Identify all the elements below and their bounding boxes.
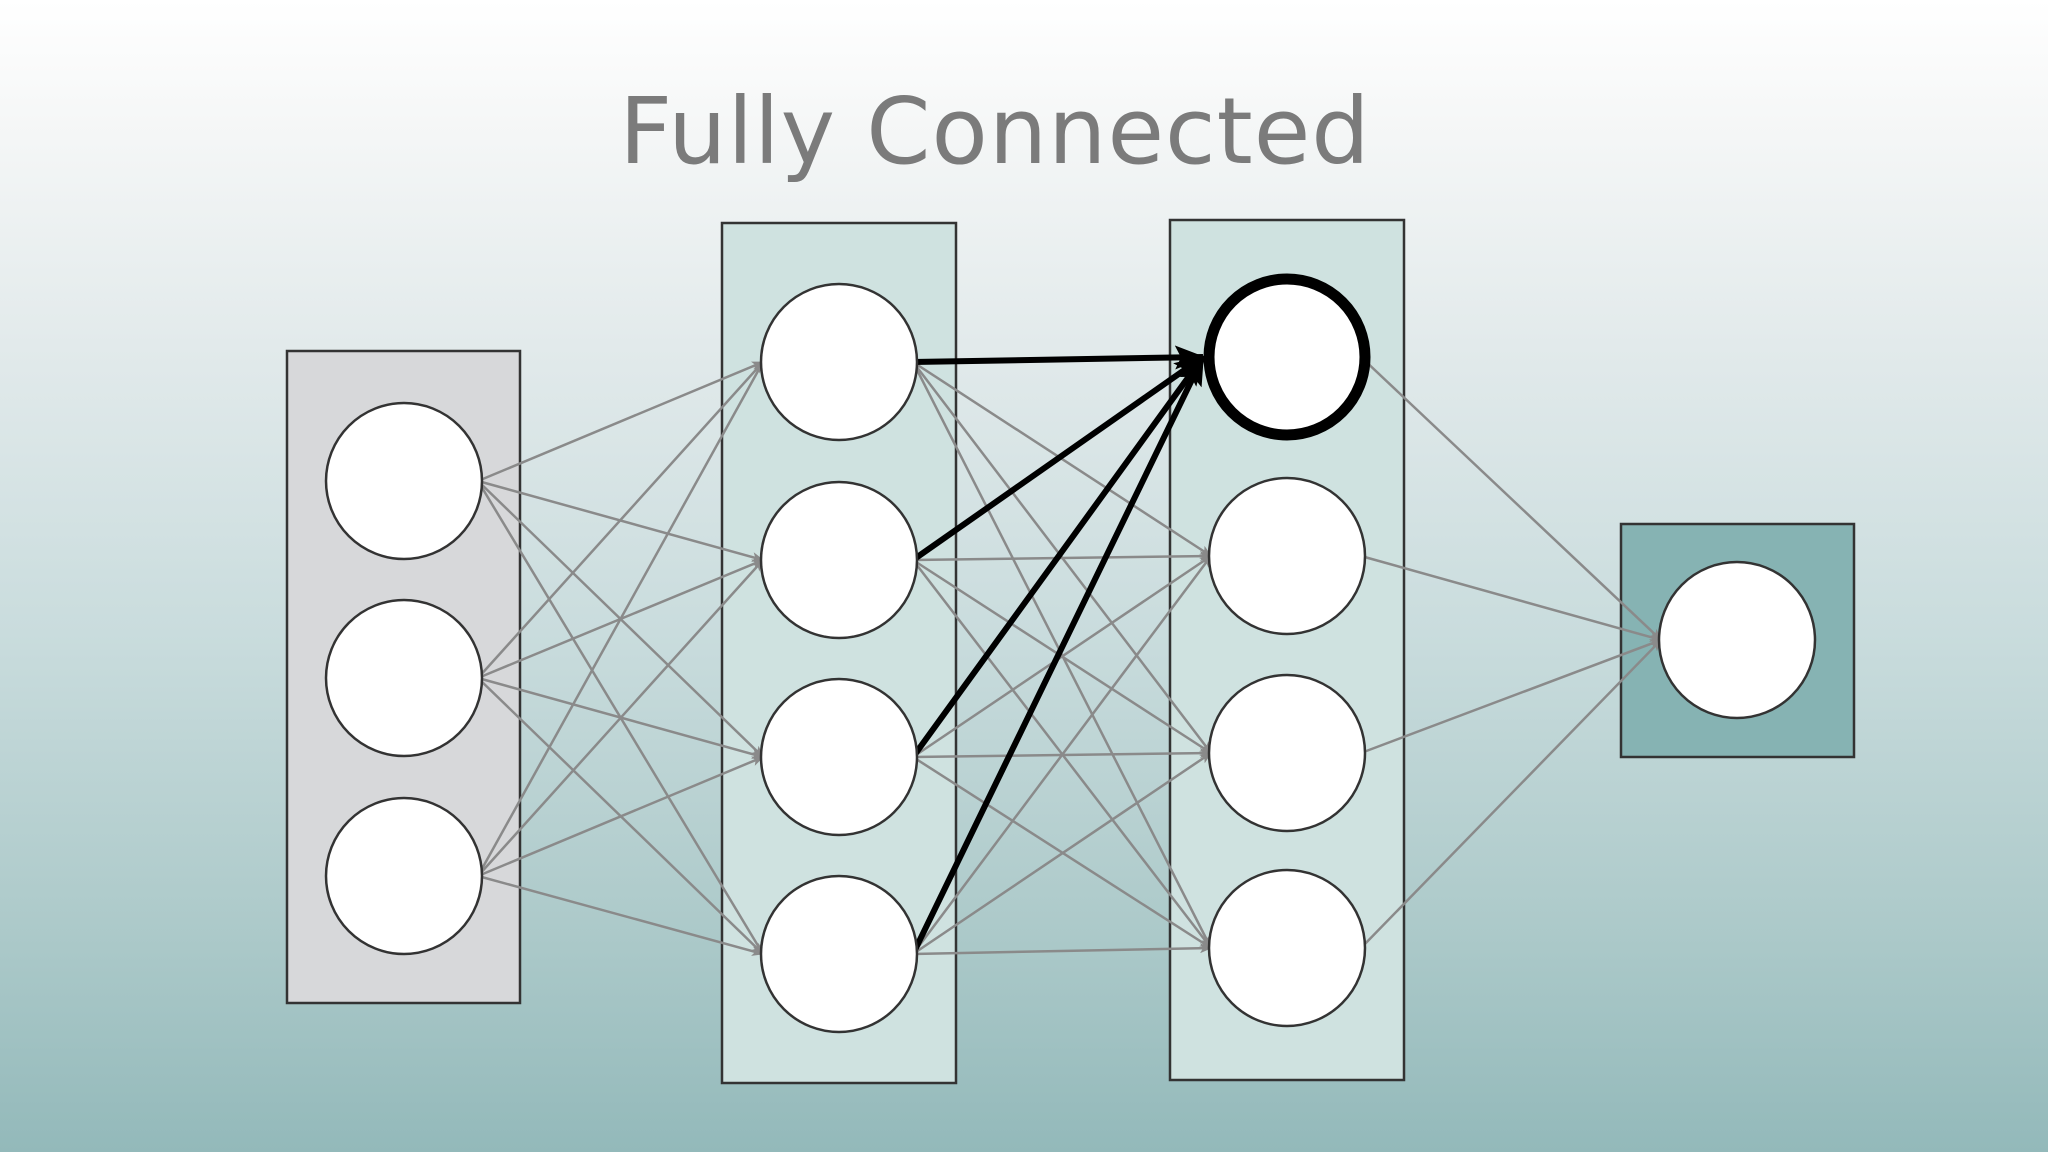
connection-input-2-to-hidden-1-1 <box>477 559 764 877</box>
neuron-hidden-1-0 <box>759 282 919 442</box>
highlight-connection-hidden-1-2-to-hidden-2-0 <box>910 355 1206 759</box>
highlight-connections <box>910 345 1206 956</box>
neuron-hidden-1-2 <box>759 677 919 837</box>
connections <box>476 356 1662 956</box>
neuron-hidden-2-1 <box>1207 476 1367 636</box>
neuron-input-2 <box>324 796 484 956</box>
neuron-hidden-1-1 <box>759 480 919 640</box>
highlighted-neuron-hidden-2-0 <box>1203 273 1371 441</box>
neuron-hidden-1-3 <box>759 874 919 1034</box>
connection-hidden-1-3-to-hidden-2-2 <box>912 751 1212 956</box>
highlight-connection-hidden-1-3-to-hidden-2-0 <box>910 355 1206 956</box>
neuron-input-1 <box>324 598 484 758</box>
connection-hidden-2-0-to-output-0 <box>1360 356 1662 641</box>
neurons <box>324 273 1817 1034</box>
connection-hidden-2-3-to-output-0 <box>1360 639 1662 949</box>
connection-hidden-1-1-to-hidden-2-1 <box>912 551 1212 562</box>
connection-input-2-to-hidden-1-0 <box>476 361 765 877</box>
neuron-output-0 <box>1657 560 1817 720</box>
connection-hidden-2-2-to-output-0 <box>1360 638 1662 755</box>
neuron-input-0 <box>324 401 484 561</box>
connection-hidden-1-2-to-hidden-2-1 <box>912 554 1212 759</box>
connection-input-2-to-hidden-1-3 <box>477 874 764 956</box>
highlight-connection-hidden-1-1-to-hidden-2-0 <box>911 354 1205 563</box>
connection-input-1-to-hidden-1-0 <box>477 361 764 679</box>
connection-input-0-to-hidden-1-0 <box>477 360 764 483</box>
connection-input-2-to-hidden-1-2 <box>477 755 764 878</box>
neuron-hidden-2-2 <box>1207 673 1367 833</box>
connection-hidden-1-3-to-hidden-2-3 <box>912 943 1212 956</box>
connection-hidden-1-3-to-hidden-2-1 <box>911 555 1213 955</box>
neuron-hidden-2-3 <box>1207 868 1367 1028</box>
highlight-connection-hidden-1-0-to-hidden-2-0 <box>912 345 1205 370</box>
connection-hidden-2-1-to-output-0 <box>1360 554 1662 642</box>
slide-title: Fully Connected <box>619 78 1371 185</box>
